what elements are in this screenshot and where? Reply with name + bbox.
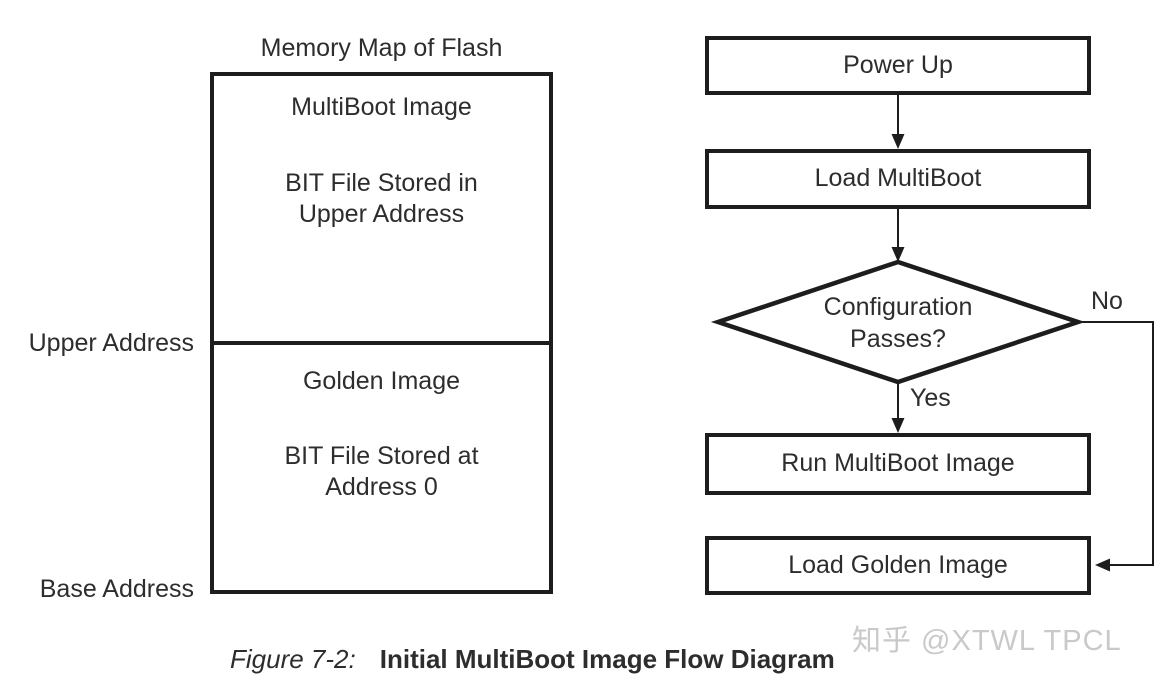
flow-node-load-multiboot: Load MultiBoot — [705, 149, 1091, 209]
figure-number: Figure 7-2: — [230, 644, 356, 674]
no-edge-label: No — [1091, 287, 1123, 315]
memory-lower-section-label: Golden Image — [302, 367, 461, 395]
memory-upper-section-label: MultiBoot Image — [291, 93, 472, 121]
flow-node-load-golden-image: Load Golden Image — [705, 536, 1091, 595]
memory-lower-description-line1: BIT File Stored at — [284, 442, 479, 470]
flow-node-configuration-passes-label: Configuration Passes? — [718, 291, 1078, 355]
figure-title: Initial MultiBoot Image Flow Diagram — [379, 644, 835, 674]
memory-lower-description-line2: Address 0 — [325, 473, 438, 502]
memory-upper-section-description: BIT File Stored in Upper Address — [210, 168, 553, 231]
flow-node-load-multiboot-label: Load MultiBoot — [814, 164, 982, 193]
memory-map-divider-line — [214, 341, 549, 345]
base-address-label: Base Address — [39, 575, 194, 603]
upper-address-label: Upper Address — [28, 329, 194, 357]
flow-node-run-multiboot-image: Run MultiBoot Image — [705, 433, 1091, 495]
decision-label-line2: Passes? — [850, 325, 946, 353]
flow-node-load-golden-image-label: Load Golden Image — [788, 550, 1008, 579]
memory-map-title: Memory Map of Flash — [260, 34, 503, 62]
memory-map-box — [210, 72, 553, 594]
flow-node-power-up-label: Power Up — [843, 50, 953, 79]
memory-upper-description-line1: BIT File Stored in — [285, 169, 478, 197]
figure-caption: Figure 7-2: Initial MultiBoot Image Flow… — [230, 644, 835, 675]
memory-upper-description-line2: Upper Address — [298, 200, 465, 229]
flow-node-run-multiboot-image-label: Run MultiBoot Image — [781, 449, 1015, 478]
memory-lower-section-description: BIT File Stored at Address 0 — [210, 441, 553, 504]
arrow-power-up-to-load-multiboot — [891, 95, 905, 149]
yes-edge-label: Yes — [910, 384, 951, 412]
decision-label-line1: Configuration — [823, 293, 973, 321]
arrow-decision-yes-to-run-multiboot — [891, 382, 905, 433]
flow-node-power-up: Power Up — [705, 36, 1091, 95]
arrow-load-multiboot-to-decision — [891, 209, 905, 262]
watermark-text: 知乎 @XTWL TPCL — [852, 625, 1122, 657]
